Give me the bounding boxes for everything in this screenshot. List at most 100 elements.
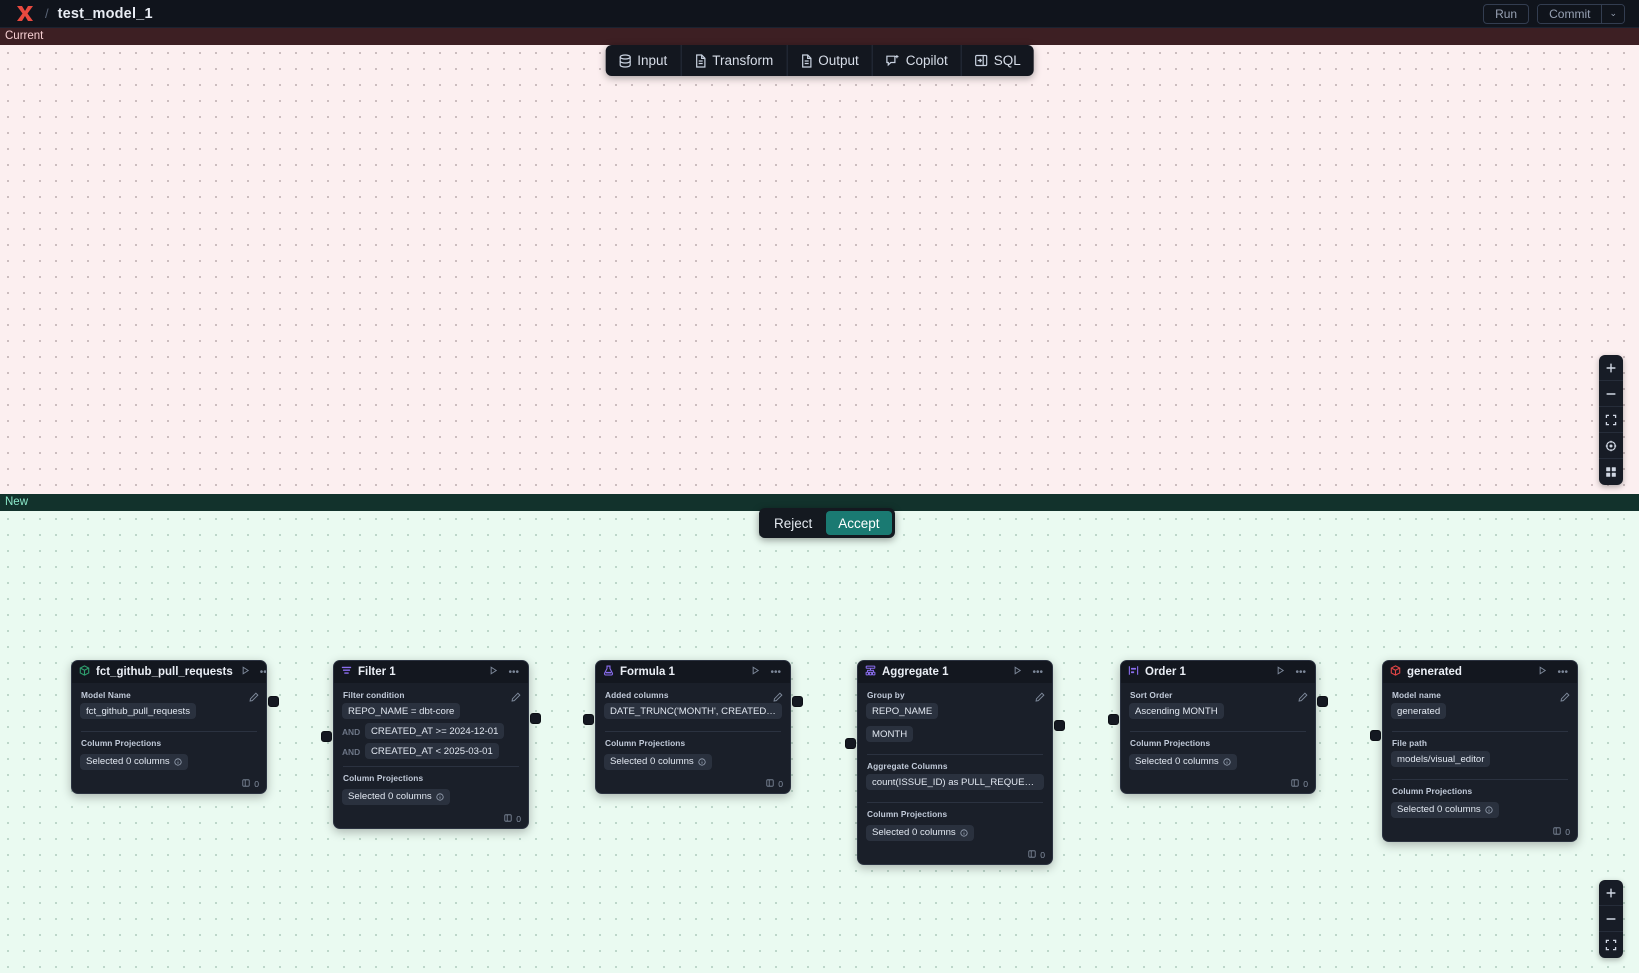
accept-button[interactable]: Accept <box>826 511 892 535</box>
field-label: Model Name <box>81 690 131 700</box>
columns-icon <box>504 813 512 824</box>
field-chip[interactable]: REPO_NAME <box>866 703 939 719</box>
node-input-handle[interactable] <box>1108 714 1119 725</box>
node-input-handle[interactable] <box>583 714 594 725</box>
field-divider <box>1130 731 1306 732</box>
current-canvas[interactable] <box>0 45 1639 494</box>
node-menu-icon[interactable]: ••• <box>1557 666 1568 678</box>
copilot-sparkle-icon <box>886 54 900 68</box>
edit-pencil-icon[interactable] <box>511 689 521 707</box>
node-input-handle[interactable] <box>845 738 856 749</box>
field-chip[interactable]: Selected 0 columns <box>604 753 712 770</box>
logo-icon[interactable] <box>14 5 36 23</box>
condition-chip[interactable]: CREATED_AT >= 2024-12-01 <box>365 723 505 739</box>
node-output-handle[interactable] <box>1317 696 1328 707</box>
run-node-icon[interactable] <box>1011 666 1024 678</box>
reject-button[interactable]: Reject <box>774 515 813 531</box>
row-count: 0 <box>1303 778 1308 789</box>
field-chip[interactable]: fct_github_pull_requests <box>80 703 197 719</box>
field-chip[interactable]: Selected 0 columns <box>80 753 188 770</box>
node-header[interactable]: Filter 1••• <box>334 661 528 683</box>
zoom-in-icon[interactable] <box>1599 880 1623 906</box>
node-menu-icon[interactable]: ••• <box>770 666 781 678</box>
mode-toolbar: Input Transform Output <box>605 45 1034 76</box>
field-chip[interactable]: Selected 0 columns <box>342 788 450 805</box>
node-output-handle[interactable] <box>268 696 279 707</box>
edit-pencil-icon[interactable] <box>249 689 259 707</box>
row-count: 0 <box>778 778 783 789</box>
zoom-in-icon[interactable] <box>1599 355 1623 381</box>
field-label: Filter condition <box>343 690 405 700</box>
node-menu-icon[interactable]: ••• <box>508 666 519 678</box>
top-bar: / test_model_1 Run Commit ⌄ <box>0 0 1639 28</box>
columns-icon <box>1553 826 1561 837</box>
field-chip[interactable]: DATE_TRUNC('MONTH', CREATED_AT... <box>604 703 782 719</box>
node-input-handle[interactable] <box>1370 730 1381 741</box>
tab-input-label: Input <box>637 53 668 68</box>
field-label: Column Projections <box>867 809 948 819</box>
commit-button-group[interactable]: Commit ⌄ <box>1537 3 1625 24</box>
grid-icon[interactable] <box>1599 459 1623 485</box>
node-header[interactable]: generated••• <box>1383 661 1577 683</box>
condition-chip[interactable]: REPO_NAME = dbt-core <box>342 703 461 719</box>
field-chip[interactable]: Selected 0 columns <box>1129 753 1237 770</box>
field-chip[interactable]: Selected 0 columns <box>866 824 974 841</box>
field-chip[interactable]: generated <box>1391 703 1447 719</box>
field-chip[interactable]: Selected 0 columns <box>1391 801 1499 818</box>
run-node-icon[interactable] <box>487 666 500 678</box>
node-input-handle[interactable] <box>321 731 332 742</box>
field-chip[interactable]: count(ISSUE_ID) as PULL_REQUEST_... <box>866 774 1044 790</box>
edit-pencil-icon[interactable] <box>1560 689 1570 707</box>
edit-pencil-icon[interactable] <box>1035 689 1045 707</box>
field-divider <box>1392 779 1568 780</box>
node-fct_github_pull_requests[interactable]: fct_github_pull_requests•••Model Namefct… <box>71 660 267 794</box>
node-header[interactable]: Aggregate 1••• <box>858 661 1052 683</box>
new-pane: New <box>0 494 1639 973</box>
tab-input[interactable]: Input <box>605 45 682 76</box>
run-node-icon[interactable] <box>1536 666 1549 678</box>
zoom-out-icon[interactable] <box>1599 906 1623 932</box>
tab-transform[interactable]: Transform <box>681 45 788 76</box>
run-node-icon[interactable] <box>1274 666 1287 678</box>
run-node-icon[interactable] <box>239 666 252 678</box>
node-output-handle[interactable] <box>1054 720 1065 731</box>
node-menu-icon[interactable]: ••• <box>1032 666 1043 678</box>
field-group: Model Name fct_github_pull_requests <box>80 690 258 726</box>
fit-screen-icon[interactable] <box>1599 932 1623 958</box>
commit-button[interactable]: Commit <box>1538 4 1602 23</box>
new-canvas[interactable] <box>0 511 1639 973</box>
lock-target-icon[interactable] <box>1599 433 1623 459</box>
tab-output[interactable]: Output <box>787 45 873 76</box>
node-output-handle[interactable] <box>792 696 803 707</box>
field-chip[interactable]: MONTH <box>866 726 914 742</box>
node-menu-icon[interactable]: ••• <box>259 666 267 678</box>
edit-pencil-icon[interactable] <box>773 689 783 707</box>
condition-chip[interactable]: CREATED_AT < 2025-03-01 <box>365 743 499 759</box>
chevron-down-icon[interactable]: ⌄ <box>1601 4 1624 23</box>
field-chip[interactable]: models/visual_editor <box>1391 751 1491 767</box>
node-header[interactable]: Formula 1••• <box>596 661 790 683</box>
zoom-out-icon[interactable] <box>1599 381 1623 407</box>
node-output-handle[interactable] <box>530 713 541 724</box>
node-menu-icon[interactable]: ••• <box>1295 666 1306 678</box>
fit-screen-icon[interactable] <box>1599 407 1623 433</box>
tab-sql[interactable]: SQL <box>962 45 1034 76</box>
field-chip[interactable]: Ascending MONTH <box>1129 703 1224 719</box>
node-header[interactable]: Order 1••• <box>1121 661 1315 683</box>
edit-pencil-icon[interactable] <box>1298 689 1308 707</box>
node-header[interactable]: fct_github_pull_requests••• <box>72 661 266 683</box>
run-node-icon[interactable] <box>749 666 762 678</box>
zoom-controls-new <box>1599 880 1623 958</box>
run-button[interactable]: Run <box>1483 3 1530 24</box>
tab-copilot[interactable]: Copilot <box>873 45 962 76</box>
